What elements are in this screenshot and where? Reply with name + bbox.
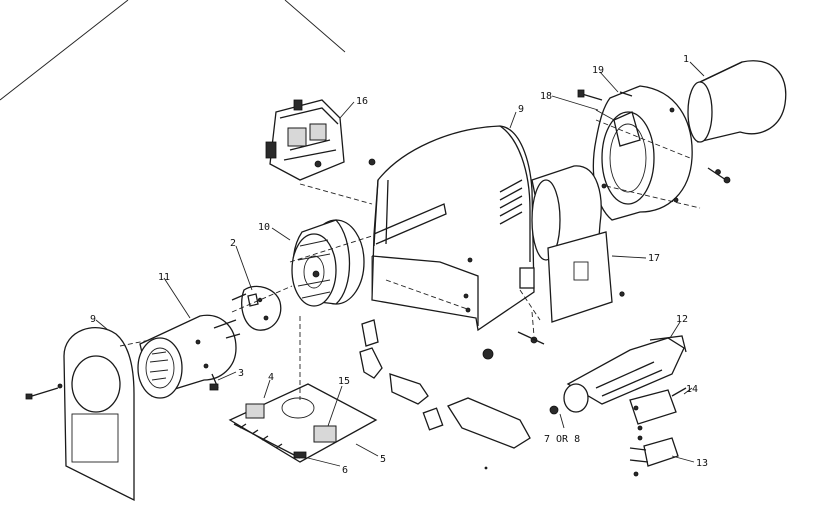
callout-16: 16 (356, 96, 368, 107)
callout-12: 12 (676, 314, 688, 325)
callout-15: 15 (338, 376, 350, 387)
callout-3: 3 (238, 368, 244, 379)
callout-4: 4 (268, 372, 274, 383)
callout-6: 6 (342, 465, 348, 476)
callout-labels: 1 19 18 9 16 17 10 2 11 9 3 4 15 5 6 7 O… (90, 54, 708, 476)
part-3-screw (209, 373, 219, 391)
background-guide-lines (0, 0, 346, 101)
callout-13: 13 (696, 458, 708, 469)
part-12-burner-tube (563, 335, 687, 413)
callout-9-bottom: 9 (90, 314, 96, 325)
callout-5: 5 (380, 454, 386, 465)
callout-10: 10 (258, 222, 270, 233)
callout-leaders (95, 61, 705, 467)
part-5-control-board (228, 383, 378, 463)
callout-2: 2 (230, 238, 236, 249)
part-17-cover-plate (547, 231, 625, 323)
part-11-blower-motor (137, 314, 241, 399)
part-14-igniter-bracket (629, 387, 687, 441)
part-16-gas-valve (265, 99, 345, 181)
part-13-igniter (629, 437, 679, 477)
part-2-motor-plate (231, 285, 282, 331)
callout-7-or-8: 7 OR 8 (544, 434, 580, 445)
part-10-blower-wheel (291, 219, 365, 307)
stray-dot (484, 466, 488, 470)
part-18-mounting-flange (592, 85, 693, 221)
part-1-sleeve (687, 60, 787, 143)
part-19-flange-bolt (577, 89, 731, 184)
callout-11: 11 (158, 272, 170, 283)
callout-17: 17 (648, 253, 660, 264)
part-9-burner-housing (368, 125, 602, 332)
gas-piping (359, 319, 559, 449)
callout-19: 19 (592, 65, 604, 76)
callout-1: 1 (683, 54, 689, 65)
assembly-alignment-lines (119, 119, 701, 400)
callout-14: 14 (686, 384, 698, 395)
part-9-end-plate (25, 327, 135, 502)
callout-9-top: 9 (518, 104, 524, 115)
callout-18: 18 (540, 91, 552, 102)
